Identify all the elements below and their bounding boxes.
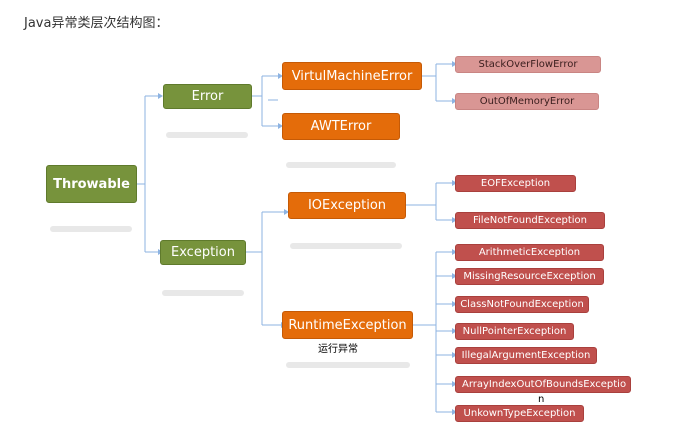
node-runtime-exception: RuntimeException [282,311,413,339]
node-out-of-memory-error: OutOfMemoryError [455,93,599,110]
connector-error [252,75,278,127]
connector-io [406,182,452,221]
node-awt-error: AWTError [282,113,400,140]
connector-exception [246,211,284,326]
node-missing-resource-exception: MissingResourceException [455,268,604,285]
array-index-label: ArrayIndexOutOfBoundsExceptio [462,379,627,390]
node-stack-overflow-error: StackOverFlowError [455,56,601,73]
reflection-throwable [50,226,132,232]
node-unknown-type-exception: UnkownTypeException [455,405,584,422]
node-file-not-found-exception: FileNotFoundException [455,212,605,229]
runtime-caption: 运行异常 [318,344,358,355]
connector-runtime [413,251,452,413]
reflection-error [166,132,248,138]
connector-throwable [137,95,158,253]
node-illegal-argument-exception: IllegalArgumentException [455,347,597,364]
page-title: Java异常类层次结构图： [24,16,169,31]
node-exception: Exception [160,240,246,265]
node-virtual-machine-error: VirtulMachineError [282,62,422,90]
reflection-io [290,243,402,249]
node-error: Error [163,84,252,109]
array-index-label-wrap: n [538,394,545,405]
node-eof-exception: EOFException [455,175,576,192]
reflection-exception [162,290,244,296]
node-class-not-found-exception: ClassNotFoundException [455,296,589,313]
connector-vm-error [422,63,452,102]
node-null-pointer-exception: NullPointerException [455,323,574,340]
node-io-exception: IOException [288,192,406,219]
node-arithmetic-exception: ArithmeticException [455,244,604,261]
node-throwable: Throwable [46,165,137,203]
reflection-awt [286,162,396,168]
node-array-index-out-of-bounds-exception: ArrayIndexOutOfBoundsExceptio [455,376,631,393]
reflection-runtime [286,362,410,368]
